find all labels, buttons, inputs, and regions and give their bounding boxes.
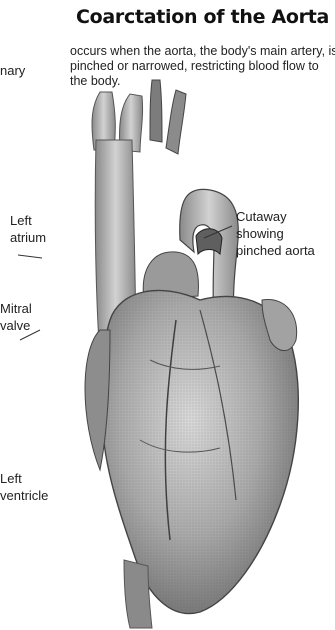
label-pulmonary: nary [0,62,25,79]
label-left-ventricle: Left ventricle [0,470,48,504]
heart-body [85,290,298,628]
label-left-atrium: Left atrium [10,212,46,246]
label-mitral-valve: Mitral valve [0,300,32,334]
label-cutaway: Cutaway showing pinched aorta [236,208,315,259]
